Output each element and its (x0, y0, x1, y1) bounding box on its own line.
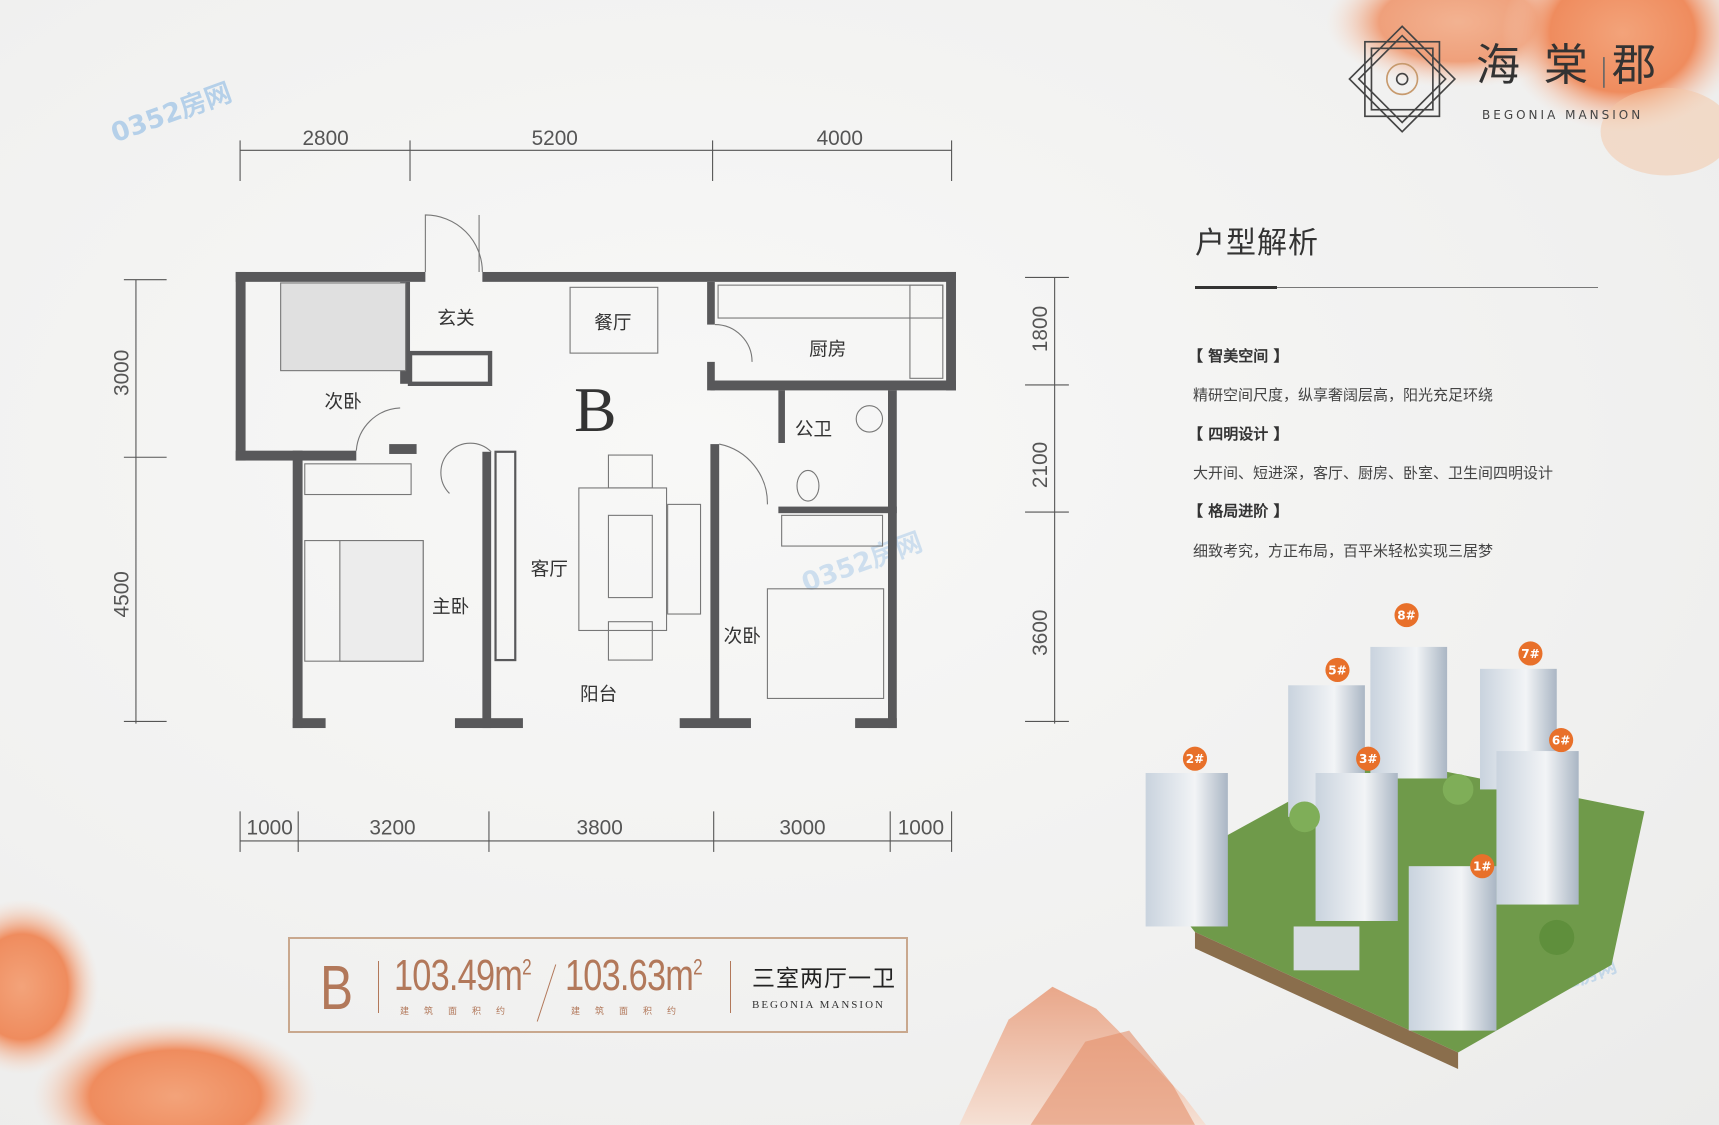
building-markers: 1# 2# 3# 5# 6# 7# 8# (1182, 603, 1574, 879)
room-master: 主卧 (432, 597, 469, 618)
info-brand-en: BEGONIA MANSION (752, 999, 885, 1011)
layout-type: 三室两厅一卫 (752, 966, 896, 992)
slash-divider (536, 964, 557, 1022)
area-value: 103.63m (565, 951, 694, 1000)
divider (730, 961, 731, 1013)
dim-right-2: 2100 (1029, 442, 1052, 488)
dim-right-1: 1800 (1029, 306, 1052, 352)
area-unit-sup: 2 (522, 954, 532, 980)
brand-name-en: BEGONIA MANSION (1482, 108, 1644, 122)
area-built-2: 103.63m2 (565, 951, 703, 1001)
area-built-1: 103.49m2 (394, 951, 532, 1001)
marker-8: 8# (1397, 609, 1415, 623)
building-render (1145, 646, 1645, 1069)
section-heading: 【 智美空间 】 (1188, 347, 1289, 365)
marker-6: 6# (1552, 733, 1570, 747)
decor-mountains (959, 986, 1206, 1125)
section-text: 精研空间尺度，纵享奢阔层高，阳光充足环绕 (1193, 386, 1494, 404)
marker-1: 1# (1473, 860, 1491, 874)
watermark: 0352房网 (107, 78, 235, 149)
dim-top-3: 4000 (817, 127, 863, 150)
section-heading: 【 格局进阶 】 (1188, 502, 1289, 520)
decor-flower-bottom-left (0, 899, 318, 1125)
room-living: 客厅 (531, 560, 568, 581)
section-text: 大开间、短进深，客厅、厨房、卧室、卫生间四明设计 (1193, 464, 1554, 482)
dim-bottom-4: 3000 (779, 816, 825, 839)
dimension-lines (123, 140, 1069, 852)
section-heading: 【 四明设计 】 (1188, 425, 1289, 443)
unit-info-box: B 103.49m2 建筑面积约 103.63m2 建筑面积约 三室两厅一卫 B… (288, 937, 908, 1033)
section-text: 细致考究，方正布局，百平米轻松实现三居梦 (1193, 542, 1494, 560)
dim-bottom-3: 3800 (577, 816, 623, 839)
room-bathroom: 公卫 (795, 419, 832, 440)
divider (378, 961, 379, 1013)
marker-2: 2# (1186, 752, 1204, 766)
room-entry: 玄关 (437, 309, 474, 330)
marker-7: 7# (1521, 647, 1539, 661)
area-unit-sup: 2 (693, 954, 703, 980)
room-balcony: 阳台 (580, 685, 617, 706)
dim-bottom-2: 3200 (369, 816, 415, 839)
marker-5: 5# (1328, 663, 1346, 677)
info-unit-letter: B (320, 954, 354, 1023)
room-bedroom2: 次卧 (325, 392, 362, 413)
decor-flower-top-right (1326, 0, 1719, 176)
dim-top-1: 2800 (302, 127, 348, 150)
area-label: 建筑面积约 (571, 1007, 692, 1017)
area-value: 103.49m (394, 951, 523, 1000)
room-dining: 餐厅 (594, 313, 631, 334)
room-kitchen: 厨房 (809, 339, 846, 360)
analysis-title: 户型解析 (1195, 226, 1319, 261)
dim-bottom-1: 1000 (247, 816, 293, 839)
dim-left-1: 3000 (110, 350, 133, 396)
analysis-divider (1195, 286, 1598, 289)
brand-name-cn: 海棠郡 (1476, 40, 1680, 91)
dim-right-3: 3600 (1029, 610, 1052, 656)
unit-letter: B (574, 374, 616, 445)
area-label: 建筑面积约 (400, 1007, 521, 1017)
dim-top-2: 5200 (532, 127, 578, 150)
room-bedroom3: 次卧 (724, 627, 761, 648)
dim-bottom-5: 1000 (898, 816, 944, 839)
marker-3: 3# (1359, 752, 1377, 766)
dim-left-2: 4500 (110, 571, 133, 617)
watermark: 0352房网 (798, 527, 926, 598)
doors-furniture (280, 214, 944, 699)
logo-emblem (1348, 25, 1457, 133)
